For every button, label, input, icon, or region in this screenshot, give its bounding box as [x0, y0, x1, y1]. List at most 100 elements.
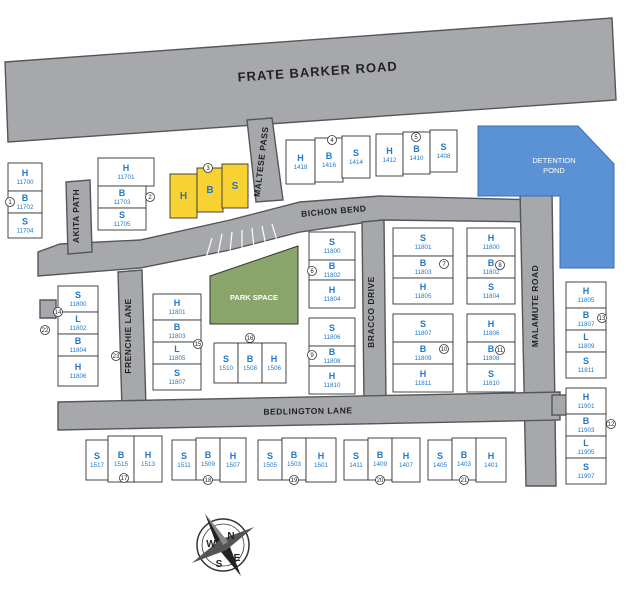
building-marker[interactable]: 8 — [495, 260, 505, 270]
building-marker[interactable]: 13 — [597, 313, 607, 323]
unit-number-label: 11701 — [117, 174, 135, 181]
building-marker[interactable]: 6 — [307, 266, 317, 276]
unit-number-label: 11809 — [414, 355, 432, 362]
building-marker[interactable]: 12 — [606, 419, 616, 429]
building-marker[interactable]: 16 — [245, 333, 255, 343]
building-marker[interactable]: 1 — [5, 197, 15, 207]
unit-building[interactable]: B — [196, 167, 224, 213]
unit-outline — [375, 133, 404, 177]
building-marker[interactable]: 14 — [53, 307, 63, 317]
building-marker[interactable]: 23 — [111, 351, 121, 361]
building-marker[interactable]: 15 — [193, 339, 203, 349]
building-marker[interactable]: 19 — [289, 475, 299, 485]
marker-number: 2 — [148, 195, 152, 201]
marker-circle — [495, 260, 505, 270]
unit-type-label: B — [461, 450, 468, 460]
building-marker[interactable]: 11 — [495, 345, 505, 355]
building-marker[interactable]: 21 — [459, 475, 469, 485]
building-marker[interactable]: 9 — [307, 350, 317, 360]
unit-number-label: 11807 — [414, 330, 432, 337]
unit-outline — [466, 363, 516, 393]
building-marker[interactable]: 3 — [203, 163, 213, 173]
building-marker[interactable]: 18 — [203, 475, 213, 485]
building-marker[interactable]: 2 — [145, 192, 155, 202]
unit-building[interactable]: H — [169, 173, 198, 219]
marker-circle — [327, 135, 337, 145]
unit-type-label: B — [75, 336, 82, 346]
unit-number-label: 1508 — [243, 365, 258, 372]
building-marker[interactable]: 20 — [375, 475, 385, 485]
building-marker[interactable]: 22 — [40, 325, 50, 335]
building-marker[interactable]: 4 — [327, 135, 337, 145]
unit-number-label: 11903 — [577, 427, 595, 434]
building-marker[interactable]: 5 — [411, 132, 421, 142]
unit-building[interactable]: S — [221, 163, 249, 209]
building-marker[interactable]: 7 — [439, 259, 449, 269]
building-marker[interactable]: 10 — [439, 344, 449, 354]
building-marker[interactable]: 17 — [119, 473, 129, 483]
unit-outline — [305, 437, 337, 483]
compass-north: N — [227, 531, 234, 542]
unit-number-label: 11907 — [577, 473, 595, 480]
